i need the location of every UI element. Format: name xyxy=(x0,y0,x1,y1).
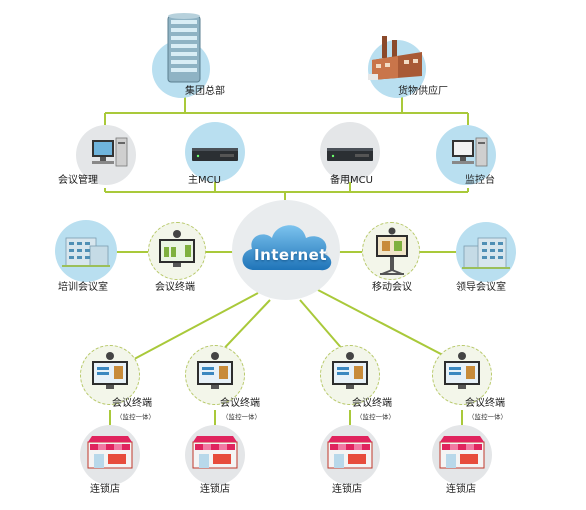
store-label: 连锁店 xyxy=(332,484,362,495)
video-terminal-icon xyxy=(197,352,233,389)
office-tower-icon xyxy=(167,13,201,83)
terminal-left-label: 会议终端 xyxy=(155,282,195,293)
store-terminal-label: 会议终端 xyxy=(352,398,392,409)
store-terminal-note: （监控一体） xyxy=(356,413,395,421)
store-terminal-note: （监控一体） xyxy=(468,413,507,421)
storefront-icon xyxy=(439,436,485,469)
store-label: 连锁店 xyxy=(200,484,230,495)
video-terminal-icon xyxy=(444,352,480,389)
store-label: 连锁店 xyxy=(90,484,120,495)
storefront-icon xyxy=(87,436,133,469)
supplier-label: 货物供应厂 xyxy=(398,86,448,97)
mcu-server-icon xyxy=(327,148,373,161)
monitor-label: 监控台 xyxy=(465,175,495,186)
store-terminal-note: （监控一体） xyxy=(116,413,155,421)
mobile-conference-label: 移动会议 xyxy=(372,282,412,293)
main-mcu-label: 主MCU xyxy=(188,175,221,186)
mobile-cart-icon xyxy=(376,227,408,275)
backup-mcu-label: 备用MCU xyxy=(330,175,373,186)
storefront-icon xyxy=(192,436,238,469)
store-terminal-label: 会议终端 xyxy=(465,398,505,409)
video-terminal-icon xyxy=(159,230,195,267)
office-building-icon xyxy=(462,237,510,269)
store-label: 连锁店 xyxy=(446,484,476,495)
factory-icon xyxy=(368,36,422,80)
cloud-icon xyxy=(242,225,332,271)
internet-label: Internet xyxy=(254,246,328,264)
monitor-station-icon xyxy=(452,137,488,167)
office-building-icon xyxy=(62,237,110,267)
video-terminal-icon xyxy=(332,352,368,389)
exec-room-label: 领导会议室 xyxy=(456,282,506,293)
workstation-icon xyxy=(92,137,128,167)
video-terminal-icon xyxy=(92,352,128,389)
store-terminal-label: 会议终端 xyxy=(112,398,152,409)
conference-mgmt-label: 会议管理 xyxy=(58,175,98,186)
training-room-label: 培训会议室 xyxy=(58,282,108,293)
store-terminal-note: （监控一体） xyxy=(222,413,261,421)
store-terminal-label: 会议终端 xyxy=(220,398,260,409)
hq-label: 集团总部 xyxy=(185,86,225,97)
storefront-icon xyxy=(327,436,373,469)
mcu-server-icon xyxy=(192,148,238,161)
